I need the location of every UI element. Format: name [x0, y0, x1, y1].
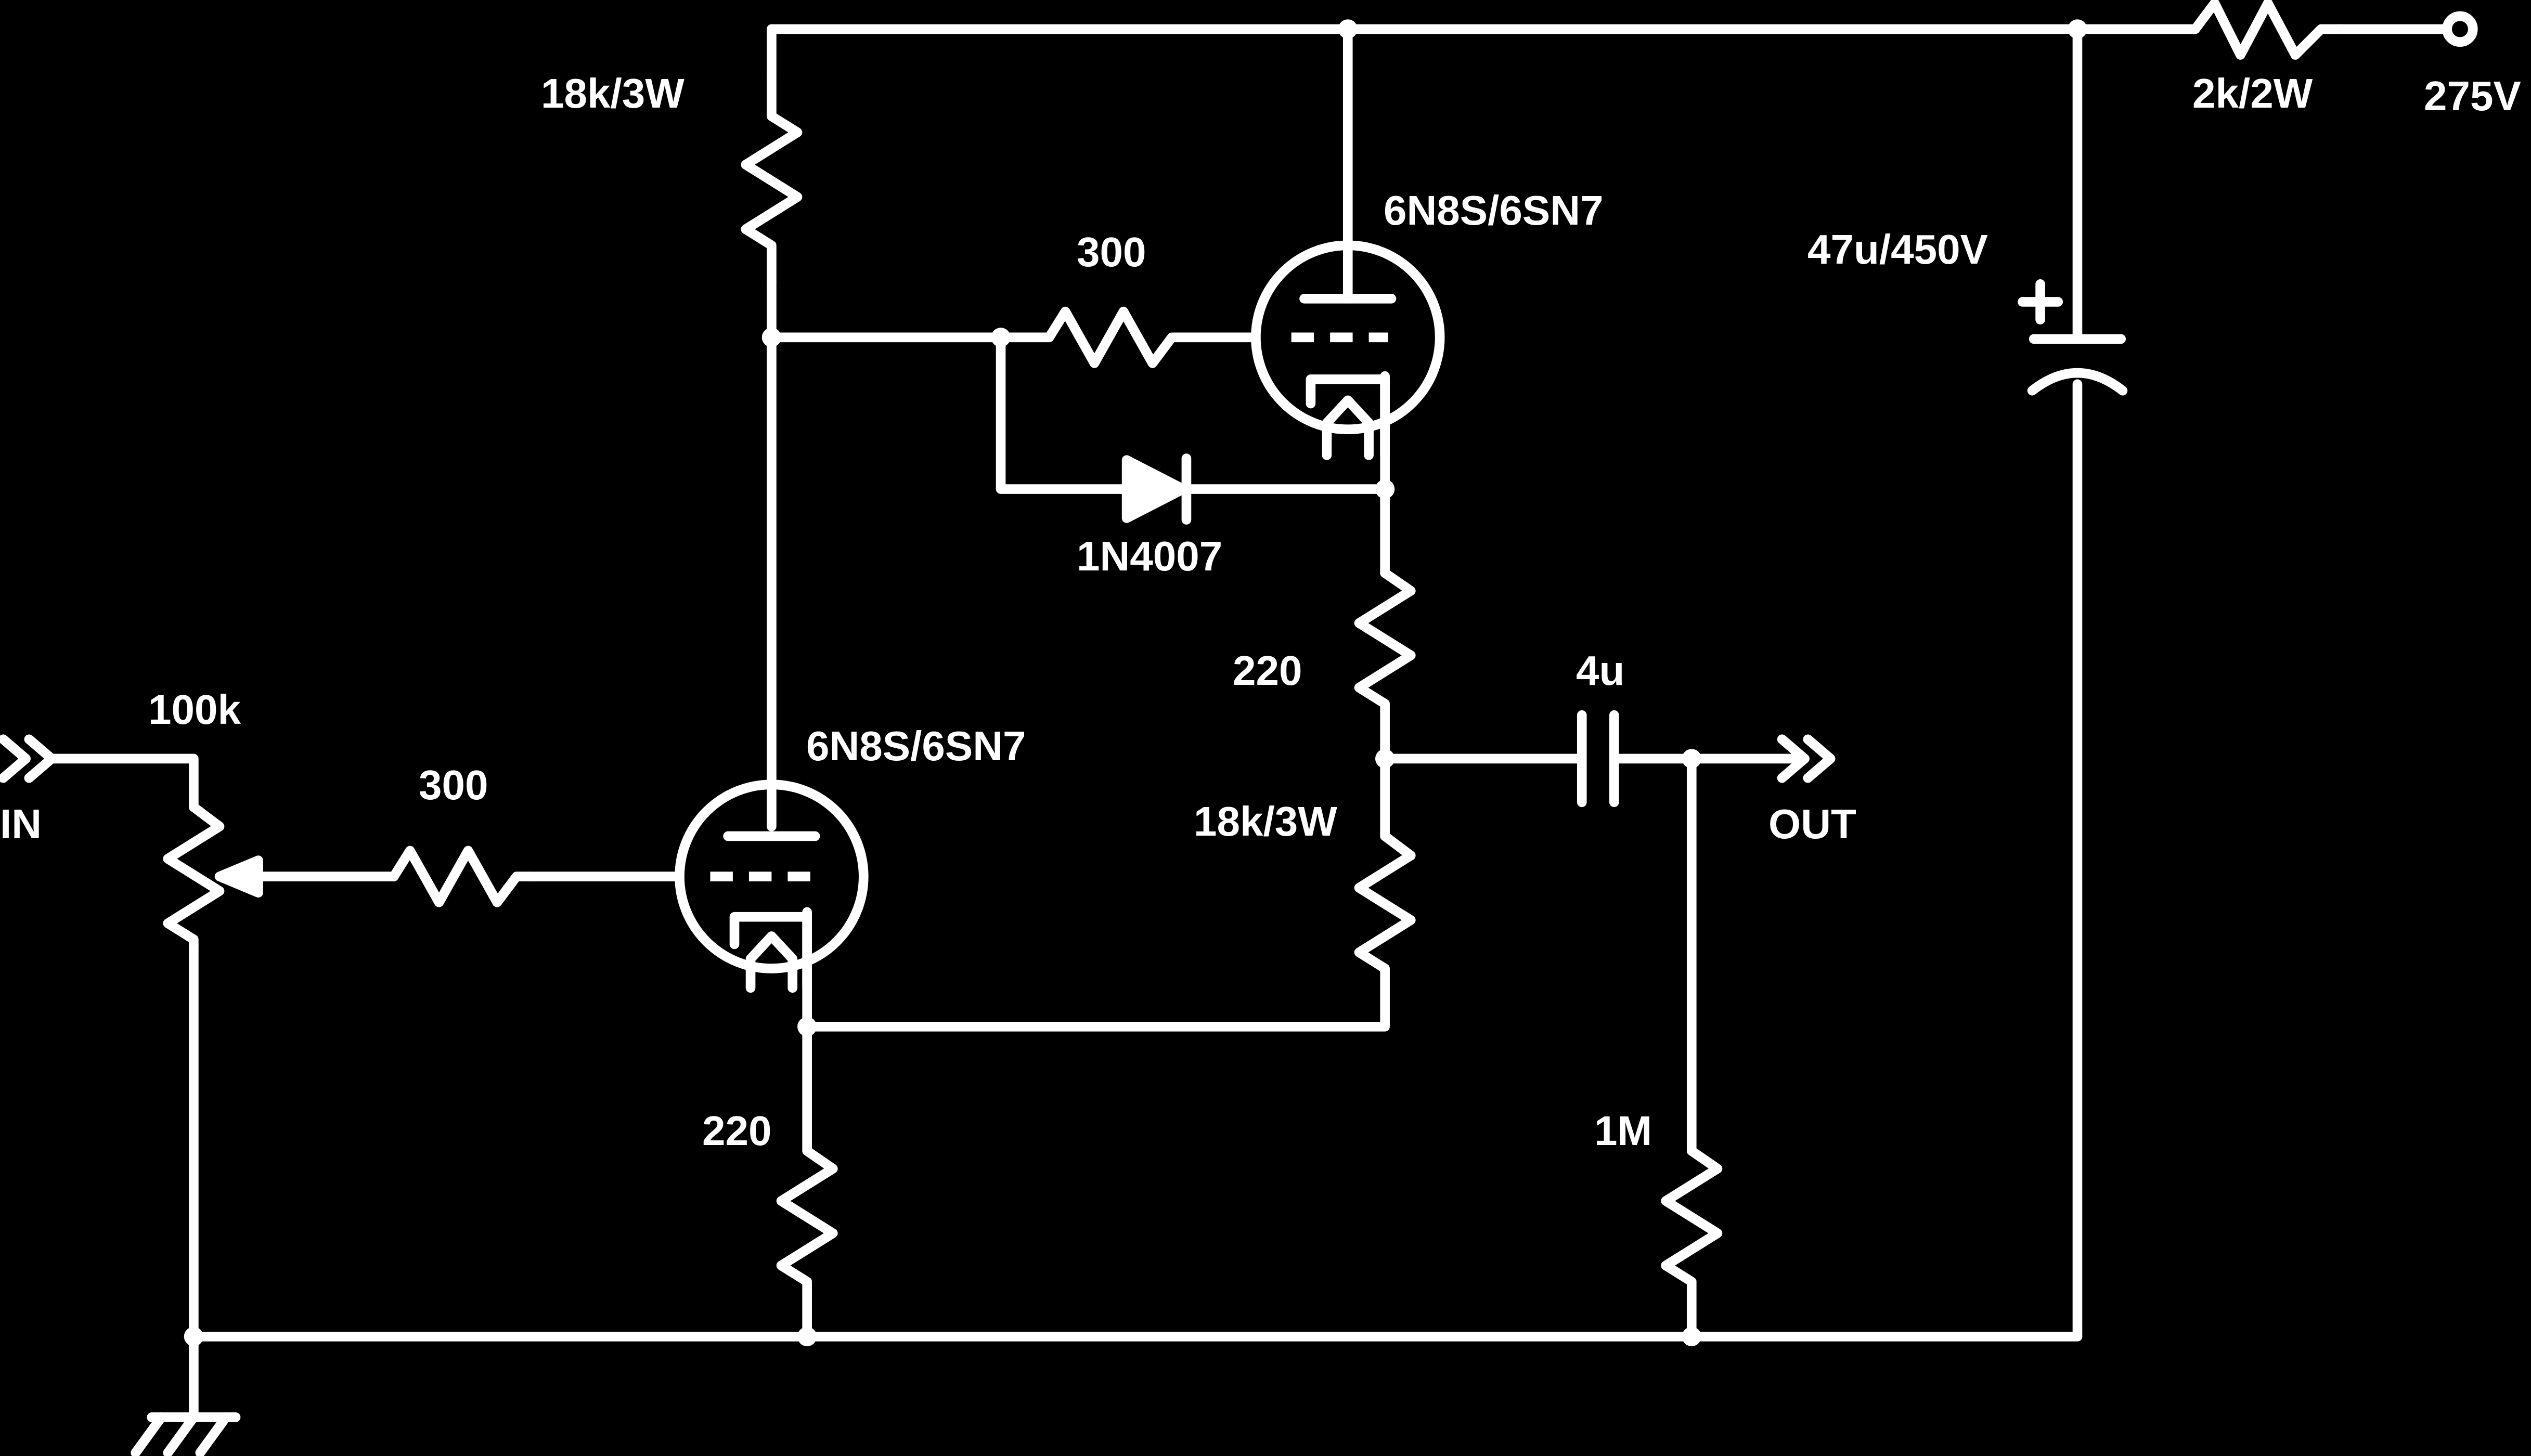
junction-dot	[797, 1327, 817, 1346]
junction-dot	[1682, 1327, 1701, 1346]
tube-v2-icon	[1251, 240, 1445, 460]
capacitor-47u-icon	[2018, 279, 2128, 396]
junction-dots	[184, 19, 2087, 1346]
junction-dot	[1338, 19, 1358, 39]
label-r-grid-v2: 300	[1077, 229, 1146, 275]
label-diode: 1N4007	[1077, 533, 1223, 579]
resistor-300-v1-grid-icon	[389, 846, 535, 907]
label-r-grid-v1: 300	[419, 762, 488, 808]
label-c-filter: 47u/450V	[1807, 226, 1988, 272]
potentiometer-wiper-arrow-icon	[214, 855, 263, 898]
junction-dot	[1375, 479, 1395, 499]
diode-1n4007-icon	[1121, 453, 1192, 525]
junction-dot	[991, 328, 1011, 347]
label-output: OUT	[1768, 801, 1856, 847]
wire-top-rail	[767, 24, 2200, 83]
label-pot-input: 100k	[148, 686, 241, 733]
label-r-cathode-v2: 220	[1233, 647, 1302, 694]
junction-dot	[797, 1017, 817, 1036]
resistor-2k-supply-icon	[2190, 0, 2346, 60]
junction-dot	[1375, 749, 1395, 769]
label-r-supply: 2k/2W	[2192, 70, 2313, 116]
output-connector-icon	[1777, 734, 1836, 783]
wire-input	[46, 753, 199, 812]
junction-dot	[184, 1327, 204, 1346]
label-r-plate-v1: 18k/3W	[541, 70, 685, 116]
supply-terminal-icon	[2442, 11, 2478, 47]
wire-diode-loop	[996, 332, 1132, 494]
label-supply: 275V	[2424, 73, 2521, 119]
label-r-cathode-v1: 220	[702, 1108, 772, 1154]
resistor-18k-load-icon	[1354, 831, 1416, 986]
input-connector-icon	[0, 734, 57, 783]
junction-dot	[761, 328, 782, 347]
label-tube-v1: 6N8S/6SN7	[806, 723, 1026, 769]
potentiometer-100k-icon	[163, 802, 225, 950]
label-c-output: 4u	[1576, 647, 1625, 694]
wire-load-bottom	[802, 977, 1390, 1032]
resistor-18k-plate-icon	[741, 72, 803, 288]
tube-v1-icon	[675, 779, 869, 993]
wires	[46, 24, 2452, 1419]
junction-dot	[1682, 749, 1701, 769]
resistor-1m-icon	[1661, 1146, 1723, 1296]
label-input: IN	[0, 801, 42, 847]
resistor-220-v2-icon	[1354, 568, 1416, 723]
resistor-220-v1-icon	[776, 1146, 838, 1296]
ground-icon	[131, 1412, 241, 1456]
label-r-output: 1M	[1594, 1108, 1652, 1154]
label-tube-v2: 6N8S/6SN7	[1384, 187, 1604, 233]
capacitor-4u-icon	[1577, 710, 1619, 808]
junction-dot	[2068, 19, 2087, 39]
resistors	[163, 0, 2346, 1296]
label-r-load: 18k/3W	[1194, 798, 1337, 844]
resistor-300-v2-grid-icon	[1044, 306, 1192, 368]
